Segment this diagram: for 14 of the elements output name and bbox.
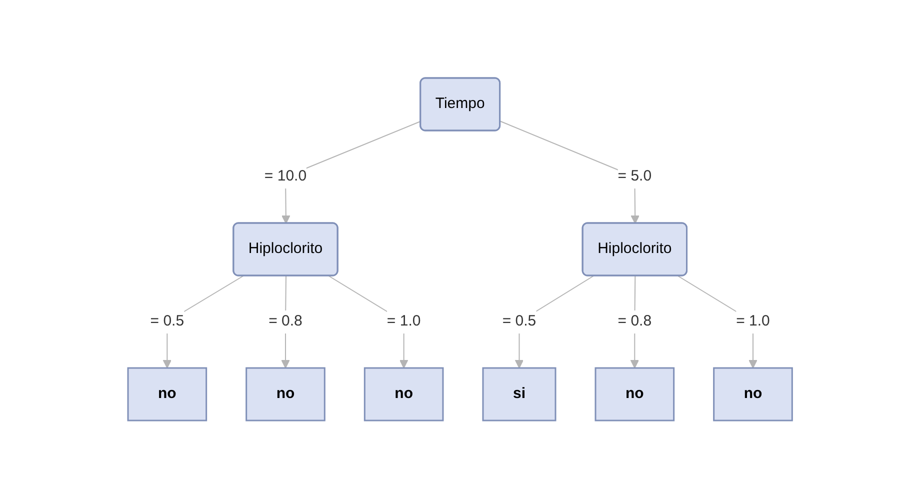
node-box: no (246, 367, 326, 421)
edge-label: = 5.0 (618, 167, 652, 184)
edge-label: = 1.0 (386, 312, 421, 330)
node-box: no (594, 367, 674, 421)
edge-label: = 0.5 (150, 312, 184, 330)
edge-label: = 1.0 (736, 312, 770, 330)
edge-label: = 0.8 (268, 312, 302, 330)
edge-label: = 0.8 (618, 312, 652, 330)
node-box: no (713, 367, 793, 421)
edge-label: = 0.5 (502, 312, 536, 330)
edge-label: = 10.0 (264, 167, 306, 184)
node-box: si (482, 367, 556, 421)
node-box: no (364, 367, 444, 421)
node-box: no (127, 367, 207, 421)
